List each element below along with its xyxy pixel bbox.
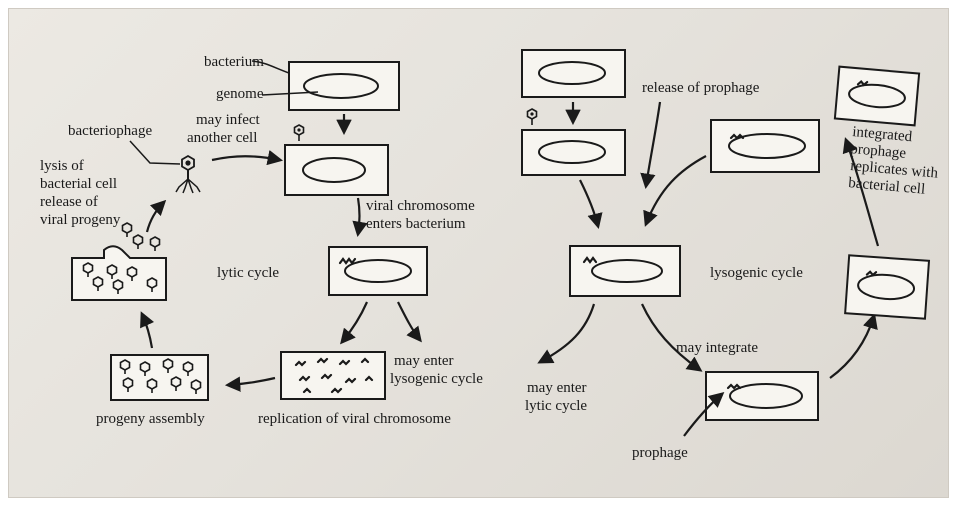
arrow-to-integrate xyxy=(641,303,703,372)
genome-label: genome xyxy=(216,86,264,102)
lysogenic-cycle-label: lysogenic cycle xyxy=(710,265,803,281)
bacteriophage-label: bacteriophage xyxy=(68,123,152,139)
prophage-release-cell xyxy=(710,119,820,173)
lysogenic-infected-cell xyxy=(521,108,626,176)
release-prophage-label: release of prophage xyxy=(642,80,760,96)
bacteriophage-icon xyxy=(175,155,201,194)
integrated-prophage-cell xyxy=(833,65,921,127)
may-infect-label-1: may infect xyxy=(196,112,261,128)
integrated-label-1: integrated xyxy=(852,124,914,145)
replication-cell xyxy=(280,351,386,400)
may-integrate-label: may integrate xyxy=(676,340,758,356)
lysis-to-phage-arrow xyxy=(145,199,167,233)
arrow-cell3-to-replication xyxy=(340,301,369,345)
lysis-label-2: bacterial cell xyxy=(40,176,117,192)
release-prophage-arrow xyxy=(640,101,662,190)
integrated-label-4: bacterial cell xyxy=(848,175,926,198)
bacteriophage-pointer xyxy=(129,140,181,165)
lytic-cycle-panel: bacterium genome bacteriophage may infec… xyxy=(40,54,483,427)
arrow-prophage-to-replicating xyxy=(829,313,878,379)
lysing-cell xyxy=(71,222,167,301)
integrated-label-3: replicates with xyxy=(850,158,939,182)
attached-phage-icon xyxy=(293,124,305,142)
prophage-pointer-arrow xyxy=(683,391,725,437)
bacterium-label: bacterium xyxy=(204,54,264,70)
may-infect-arrow xyxy=(211,150,284,166)
lysogenic-attached-phage-icon xyxy=(526,108,538,126)
arrow-replication-to-assembly xyxy=(224,376,276,392)
viral-chromosome-label-1: viral chromosome xyxy=(366,198,475,214)
may-enter-lytic-label-2: lytic cycle xyxy=(525,398,587,414)
lysis-label-4: viral progeny xyxy=(40,212,121,228)
progeny-assembly-label: progeny assembly xyxy=(96,411,205,427)
replicating-lysogen-cell xyxy=(844,254,931,320)
viral-chromosome-mark xyxy=(338,257,357,265)
bacterium-cell xyxy=(288,61,400,111)
integrated-label-2: prophage xyxy=(850,141,907,162)
lysogenic-bacterium-cell xyxy=(521,49,626,98)
lysis-label-1: lysis of xyxy=(40,158,84,174)
arrow-to-lytic-cycle xyxy=(537,303,596,364)
lysogenic-viral-chromosome-mark xyxy=(582,256,598,264)
arrow-replicating-to-integrated xyxy=(842,137,880,247)
lysogenic-return-arrow xyxy=(643,155,707,227)
progeny-assembly-cell xyxy=(110,354,209,401)
replicated-chromosome-marks xyxy=(294,357,374,394)
genome-pointer xyxy=(261,91,319,96)
infected-cell xyxy=(284,124,389,196)
arrow-cell3-to-lysogenic xyxy=(397,301,422,343)
lysis-label-3: release of xyxy=(40,194,98,210)
may-enter-lysogenic-label-2: lysogenic cycle xyxy=(390,371,483,387)
prophage-label: prophage xyxy=(632,445,688,461)
may-infect-label-2: another cell xyxy=(187,130,257,146)
lytic-cycle-label: lytic cycle xyxy=(217,265,279,281)
replication-label: replication of viral chromosome xyxy=(258,411,451,427)
integrated-prophage-mark xyxy=(726,383,742,390)
lysogenic-arrow-2 xyxy=(579,179,603,229)
cell-with-viral-chromosome xyxy=(328,246,428,296)
may-enter-lytic-label-1: may enter xyxy=(527,380,587,396)
prophage-cell xyxy=(705,371,819,421)
lysogenic-center-cell xyxy=(569,245,681,297)
may-enter-lysogenic-label-1: may enter xyxy=(394,353,454,369)
viral-chromosome-label-2: enters bacterium xyxy=(366,216,466,232)
arrow-cell2-to-cell3 xyxy=(352,197,368,238)
bacterium-pointer xyxy=(251,60,290,74)
lysogenic-cycle-panel: release of prophage lysogenic cycle may … xyxy=(521,49,939,461)
arrow-assembly-to-lysis xyxy=(140,311,155,349)
